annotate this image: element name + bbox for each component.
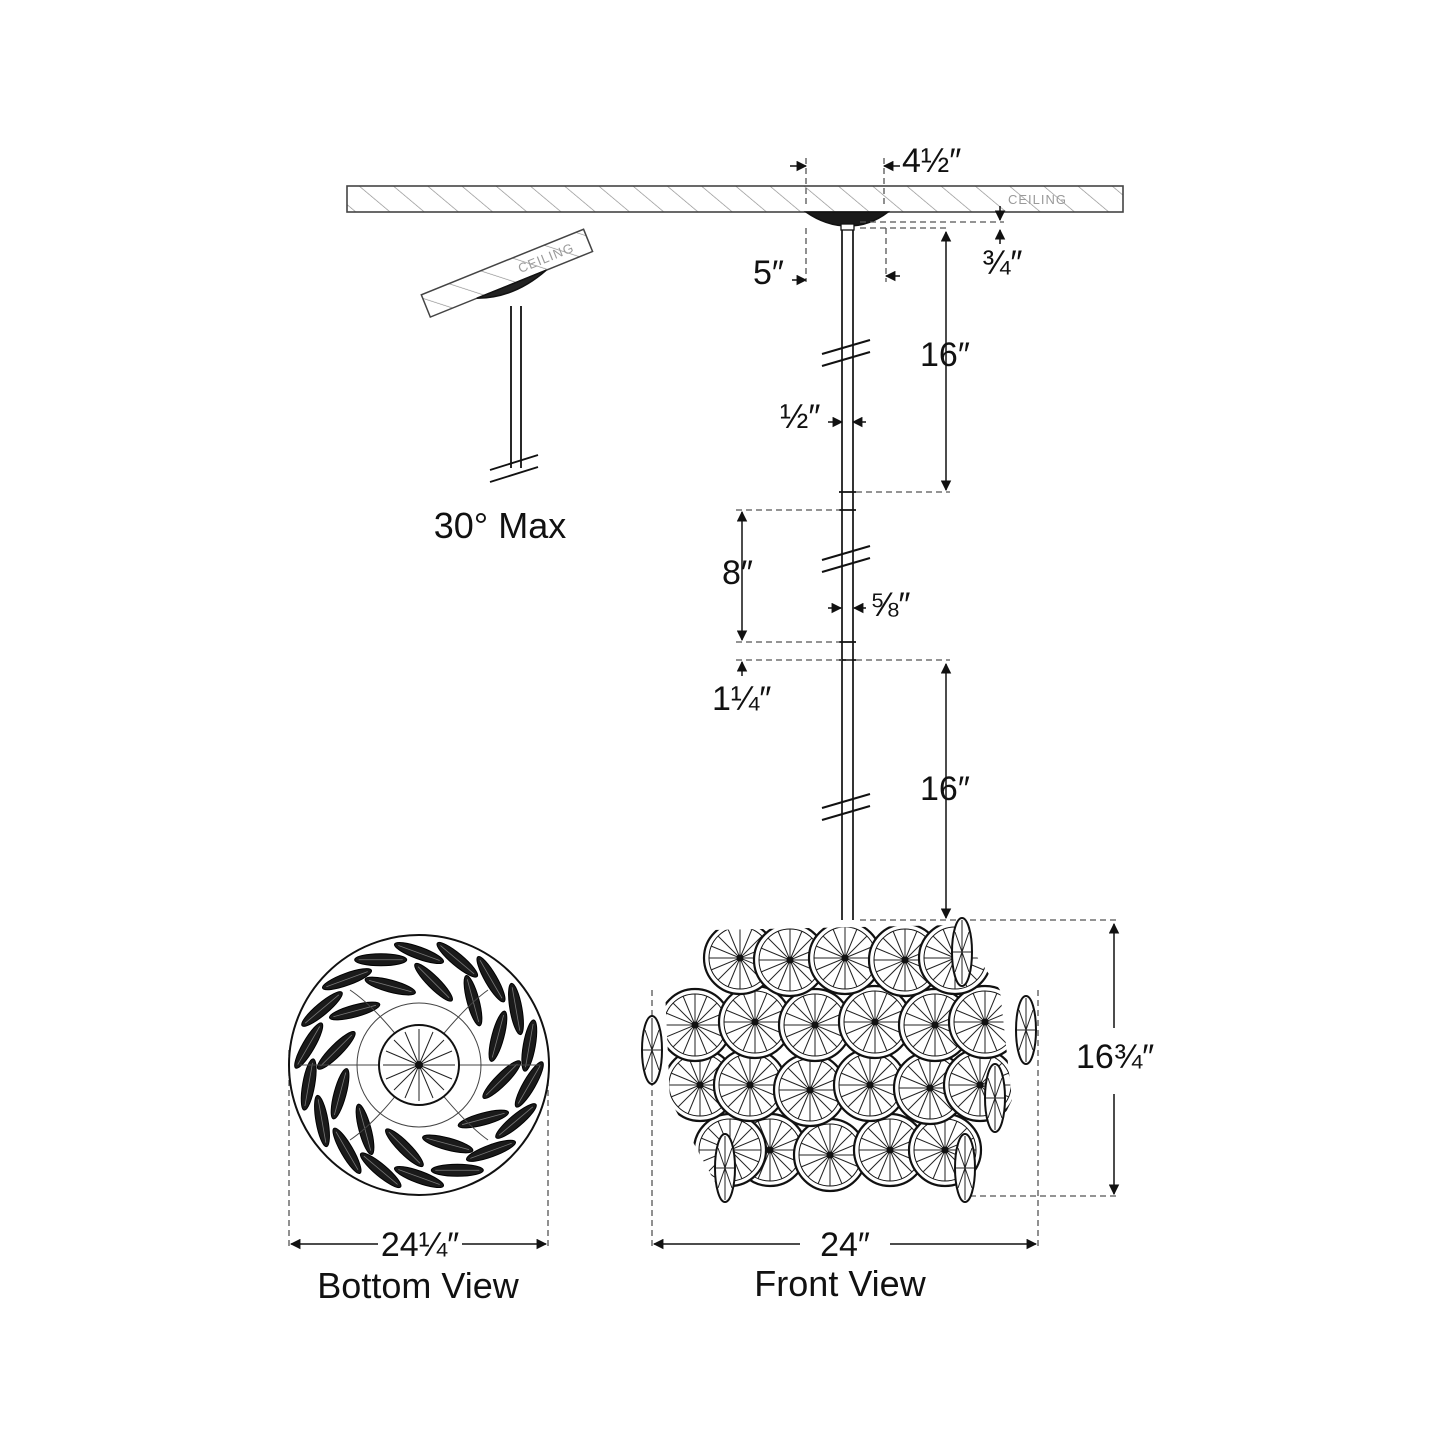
sloped-ceiling-detail: CEILING 30° Max [420, 228, 594, 546]
dimension-labels: 4½″ 5″ ¾″ 16″ ½″ 8″ ⅝″ 1¼″ 16″ 16¾″ 24″ … [381, 142, 1154, 1264]
canopy-offset-label: 5″ [753, 254, 784, 292]
fixture-height-label: 16¾″ [1076, 1038, 1154, 1076]
rod-mid-length-label: 8″ [722, 554, 753, 592]
canopy [803, 211, 891, 231]
slope-max-label: 30° Max [434, 505, 566, 546]
rod-bottom-length-label: 16″ [920, 770, 970, 808]
downrod [821, 230, 871, 920]
bottom-diameter-label: 24¼″ [381, 1226, 459, 1264]
bottom-view-chandelier [288, 934, 550, 1196]
front-view-caption: Front View [754, 1263, 926, 1304]
rod-top-length-label: 16″ [920, 336, 970, 374]
front-view-chandelier [641, 917, 1037, 1203]
ceiling-slab: CEILING [346, 185, 1124, 213]
coupler-label: 1¼″ [712, 680, 771, 718]
ceiling-label: CEILING [1008, 192, 1067, 207]
bottom-view-caption: Bottom View [317, 1265, 519, 1306]
rod-top-diameter-label: ½″ [780, 398, 820, 436]
front-width-label: 24″ [820, 1226, 870, 1264]
rod-mid-diameter-label: ⅝″ [870, 586, 910, 624]
canopy-width-label: 4½″ [902, 142, 961, 180]
canopy-height-label: ¾″ [982, 244, 1022, 282]
